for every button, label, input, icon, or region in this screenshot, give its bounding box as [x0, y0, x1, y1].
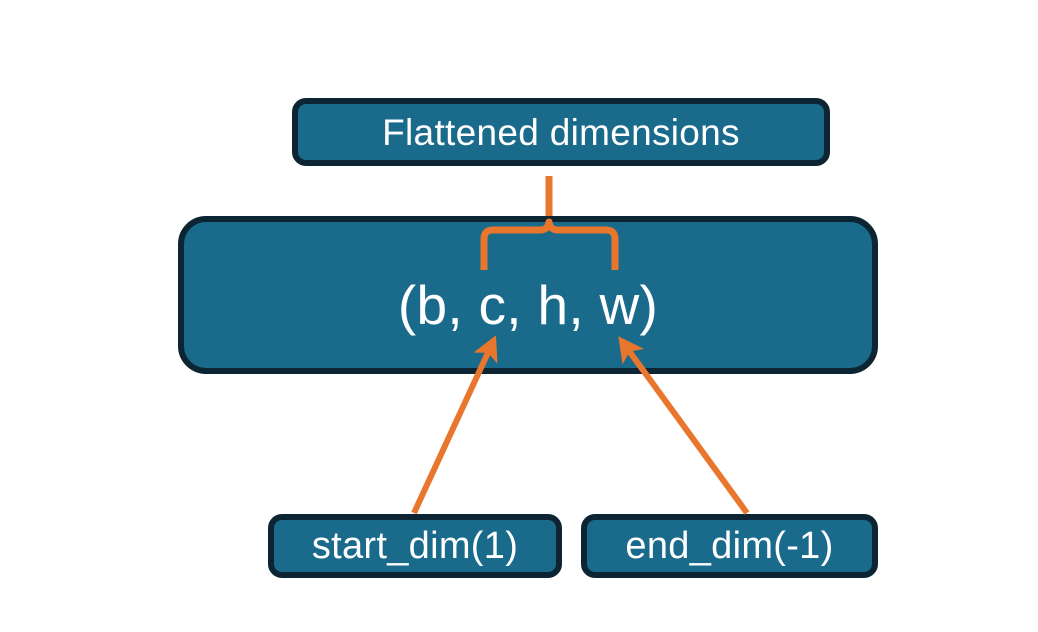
tensor-shape-label: (b, c, h, w): [397, 274, 659, 336]
end-dim-label: end_dim(-1): [625, 525, 834, 567]
flattened-dimensions-box[interactable]: Flattened dimensions: [292, 98, 830, 166]
start-dim-label: start_dim(1): [311, 525, 519, 567]
end-dim-box[interactable]: end_dim(-1): [581, 514, 878, 578]
tensor-shape-box[interactable]: (b, c, h, w): [178, 216, 878, 374]
start-dim-box[interactable]: start_dim(1): [268, 514, 562, 578]
flattened-dimensions-label: Flattened dimensions: [382, 111, 740, 153]
